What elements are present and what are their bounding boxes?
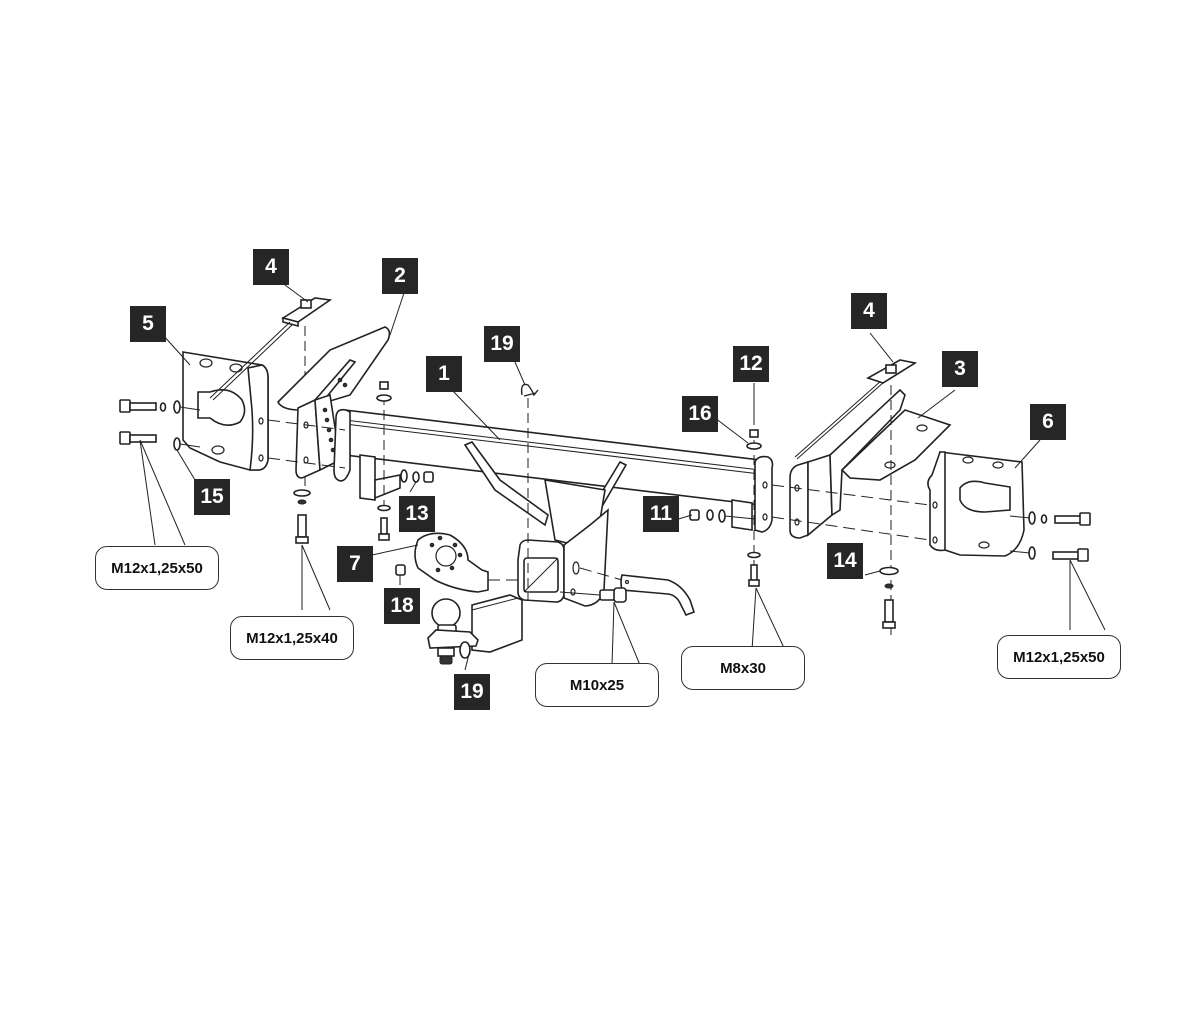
spec-left-vertical-bolt: M12x1,25x40 xyxy=(230,616,354,660)
callout-11: 11 xyxy=(643,496,679,532)
left-bolts xyxy=(119,399,201,451)
right-mounting-plate xyxy=(927,451,1025,557)
receiver-assembly xyxy=(463,398,628,607)
callout-5: 5 xyxy=(130,306,166,342)
callout-18: 18 xyxy=(384,588,420,624)
spec-left-bolts: M12x1,25x50 xyxy=(95,546,219,590)
right-vertical-bolt xyxy=(879,566,899,629)
callout-16: 16 xyxy=(682,396,718,432)
callout-12: 12 xyxy=(733,346,769,382)
right-side-bracket xyxy=(789,379,952,539)
socket-bolt xyxy=(559,587,627,603)
main-crossbar xyxy=(333,408,774,533)
left-vertical-bolt xyxy=(293,489,311,544)
ball-mount xyxy=(427,594,523,665)
callout-4-right: 4 xyxy=(851,293,887,329)
callout-19-clip: 19 xyxy=(484,326,520,362)
callout-4-left: 4 xyxy=(253,249,289,285)
callout-6: 6 xyxy=(1030,404,1066,440)
left-mounting-plate xyxy=(182,351,269,471)
callout-7: 7 xyxy=(337,546,373,582)
callout-14: 14 xyxy=(827,543,863,579)
spec-socket-bolt: M10x25 xyxy=(535,663,659,707)
callout-15: 15 xyxy=(194,479,230,515)
right-bolts xyxy=(1009,511,1091,562)
left-side-bracket xyxy=(277,326,391,479)
hitch-pin xyxy=(579,567,696,617)
callout-2: 2 xyxy=(382,258,418,294)
socket-bracket xyxy=(414,532,518,593)
spec-right-bolts: M12x1,25x50 xyxy=(997,635,1121,679)
center-right-fasteners xyxy=(689,429,762,587)
callout-1: 1 xyxy=(426,356,462,392)
callout-19-ball: 19 xyxy=(454,674,490,710)
callout-3: 3 xyxy=(942,351,978,387)
assembly-axis-lines xyxy=(267,395,931,580)
leader-lines xyxy=(139,284,1106,671)
hitch-pin-clip xyxy=(520,383,539,397)
spec-center-vertical-bolt: M8x30 xyxy=(681,646,805,690)
right-clamp-plate xyxy=(866,359,918,640)
callout-13: 13 xyxy=(399,496,435,532)
